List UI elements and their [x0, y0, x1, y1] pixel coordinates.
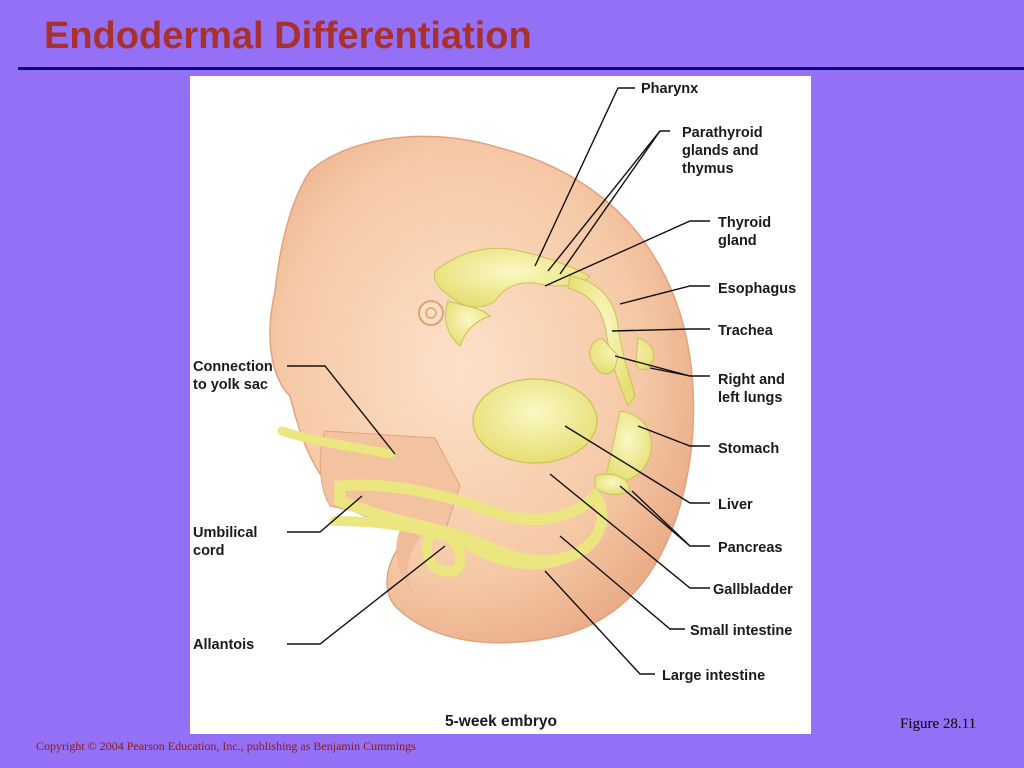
label-pancreas: Pancreas: [718, 540, 783, 556]
otic-vesicle: [418, 300, 444, 326]
embryo-illustration: [269, 87, 710, 675]
pharyngeal-pouches: [445, 300, 491, 347]
stomach: [604, 410, 652, 483]
liver: [472, 378, 598, 464]
label-parathyroid: Parathyroid glands and thymus: [682, 125, 763, 177]
label-stomach: Stomach: [718, 441, 780, 457]
copyright-notice: Copyright © 2004 Pearson Education, Inc.…: [36, 739, 416, 753]
figure-number: Figure 28.11: [900, 716, 977, 732]
leader-lines: [287, 87, 710, 675]
label-umbilical-cord: Umbilical cord: [193, 525, 258, 559]
embryo-tail: [396, 521, 420, 596]
label-large-intestine: Large intestine: [662, 668, 766, 684]
label-thyroid: Thyroid gland: [718, 215, 772, 249]
label-trachea: Trachea: [718, 323, 773, 339]
label-esophagus: Esophagus: [718, 281, 797, 297]
label-liver: Liver: [718, 497, 753, 513]
label-small-intestine: Small intestine: [690, 623, 793, 639]
title-divider: [18, 67, 1024, 70]
label-pharynx: Pharynx: [641, 81, 699, 97]
pancreas: [594, 473, 631, 495]
slide-title: Endodermal Differentiation: [44, 15, 532, 57]
label-gallbladder: Gallbladder: [713, 582, 793, 598]
esophagus-tube: [567, 275, 636, 408]
label-lungs: Right and left lungs: [718, 372, 785, 406]
label-allantois: Allantois: [193, 637, 255, 653]
embryo-figure: Pharynx Parathyroid glands and thymus Th…: [190, 76, 811, 734]
figure-caption: 5-week embryo: [445, 713, 557, 730]
pharynx: [433, 247, 591, 308]
yolk-sac-duct: [277, 426, 395, 459]
large-intestine: [330, 516, 585, 570]
allantois-duct: [421, 531, 466, 577]
label-yolk-sac: Connection to yolk sac: [193, 359, 273, 393]
